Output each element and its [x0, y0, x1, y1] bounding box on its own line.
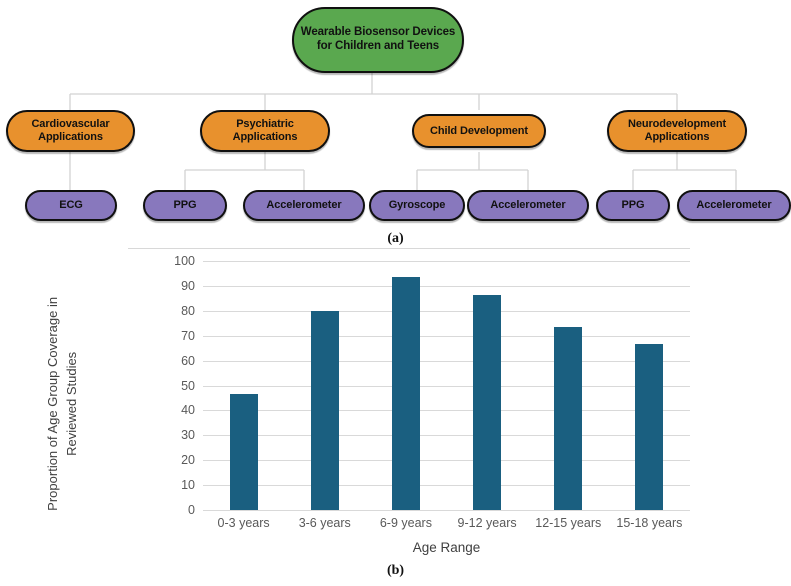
x-axis-tick-label: 12-15 years [535, 516, 602, 530]
gridline [203, 485, 690, 487]
node-leaf-label: Gyroscope [388, 199, 446, 212]
bar-slot [284, 261, 365, 510]
y-axis-tick-label: 100 [174, 254, 195, 268]
node-leaf-ppg-neurodevelopment: PPG [596, 190, 670, 221]
node-leaf-label: Accelerometer [266, 199, 342, 212]
plot-area [203, 261, 690, 511]
panel-b-bar-chart: Proportion of Age Group Coverage in Revi… [0, 248, 791, 563]
caption-panel-b: (b) [386, 563, 405, 578]
x-axis-tick-label: 15-18 years [616, 516, 683, 530]
x-axis-tick-label: 0-3 years [217, 516, 270, 530]
bar-slot [528, 261, 609, 510]
gridline [203, 335, 690, 337]
node-category-label: Child Development [430, 124, 528, 137]
bar [229, 394, 258, 510]
chart-canvas: Proportion of Age Group Coverage in Revi… [0, 248, 791, 563]
y-axis-tick-label: 60 [181, 353, 195, 368]
y-axis-tick-label: 70 [181, 328, 195, 343]
x-axis-tick-label: 3-6 years [298, 516, 351, 530]
gridline [203, 410, 690, 412]
node-leaf-accelerometer-child-development: Accelerometer [467, 190, 589, 221]
panel-a-hierarchy-diagram: Wearable Biosensor Devices for Children … [0, 0, 791, 248]
caption-panel-a: (a) [387, 231, 404, 246]
node-leaf-ecg: ECG [25, 190, 117, 221]
bar [473, 294, 502, 510]
gridline [203, 261, 690, 262]
y-axis-tick-label: 80 [181, 303, 195, 318]
y-axis-tick-label: 90 [181, 278, 195, 293]
node-leaf-accelerometer-psychiatric: Accelerometer [243, 190, 365, 221]
y-axis-tick-label: 0 [188, 503, 195, 517]
node-root: Wearable Biosensor Devices for Children … [292, 7, 464, 73]
y-axis-tick-label: 20 [181, 453, 195, 468]
bar [391, 277, 420, 510]
bar-slot [365, 261, 446, 510]
node-category-child-development: Child Development [412, 114, 546, 148]
bar-slot [447, 261, 528, 510]
node-leaf-label: PPG [173, 199, 197, 212]
bar-series [203, 261, 690, 510]
panel-divider [128, 248, 690, 249]
gridline [203, 360, 690, 362]
node-category-label: Psychiatric Applications [232, 118, 298, 143]
x-axis-tick-label: 9-12 years [457, 516, 517, 530]
y-axis-tick-label: 40 [181, 403, 195, 418]
bar-slot [609, 261, 690, 510]
node-category-neurodevelopment: Neurodevelopment Applications [607, 110, 747, 152]
bar [554, 327, 583, 510]
gridline [203, 385, 690, 387]
gridline [203, 285, 690, 287]
gridline [203, 435, 690, 437]
node-leaf-label: ECG [59, 199, 83, 212]
node-leaf-label: PPG [621, 199, 645, 212]
node-leaf-label: Accelerometer [696, 199, 772, 212]
bar [310, 310, 339, 510]
y-axis-tick-label: 50 [181, 378, 195, 393]
node-category-cardiovascular: Cardiovascular Applications [6, 110, 135, 152]
y-axis-tick-label: 10 [181, 478, 195, 493]
gridline [203, 510, 690, 511]
node-category-label: Cardiovascular Applications [31, 118, 110, 143]
y-axis-tick-label: 30 [181, 428, 195, 443]
node-leaf-accelerometer-neurodevelopment: Accelerometer [677, 190, 791, 221]
y-axis-title: Proportion of Age Group Coverage in Revi… [45, 296, 79, 511]
node-leaf-label: Accelerometer [490, 199, 566, 212]
node-leaf-ppg-psychiatric: PPG [143, 190, 227, 221]
bar [635, 344, 664, 510]
node-category-psychiatric: Psychiatric Applications [200, 110, 330, 152]
gridline [203, 310, 690, 312]
node-leaf-gyroscope: Gyroscope [369, 190, 465, 221]
gridline [203, 460, 690, 462]
x-axis-tick-label: 6-9 years [379, 516, 432, 530]
x-axis-title: Age Range [412, 540, 481, 555]
node-root-label: Wearable Biosensor Devices for Children … [300, 26, 456, 52]
node-category-label: Neurodevelopment Applications [627, 118, 727, 143]
bar-slot [203, 261, 284, 510]
